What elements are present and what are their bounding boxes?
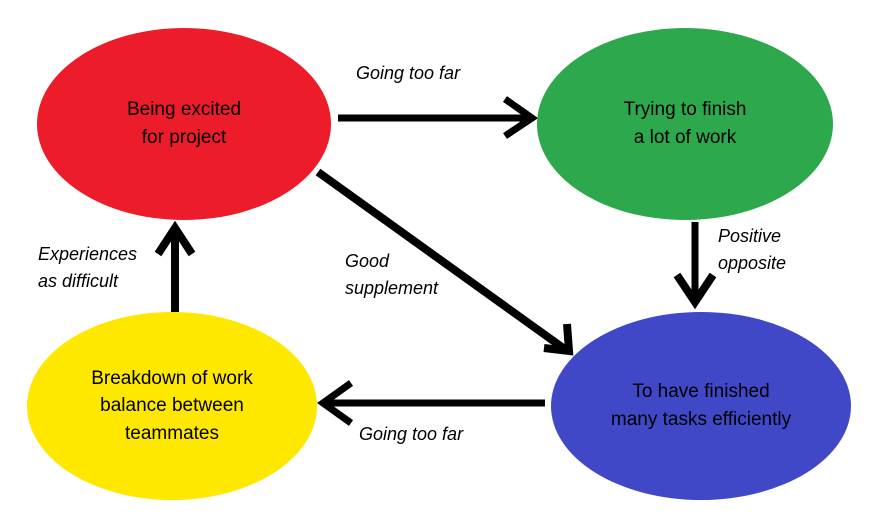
node-label: Being excited for project	[126, 99, 242, 148]
edge-excited-to-trying	[338, 96, 539, 139]
node-breakdown-of-work-balance[interactable]: Breakdown of work balance between teamma…	[27, 312, 317, 500]
edge-label-going-too-far-top: Going too far	[356, 63, 461, 83]
node-label: To have finished many tasks efficiently	[610, 381, 792, 430]
edge-label-good-supplement: Good supplement	[345, 251, 439, 298]
edge-label-experiences-as-difficult: Experiences as difficult	[38, 244, 138, 291]
node-label: Breakdown of work balance between teamma…	[91, 367, 253, 444]
node-being-excited-for-project[interactable]: Being excited for project	[37, 28, 331, 220]
node-to-have-finished-many-tasks[interactable]: To have finished many tasks efficiently	[551, 312, 851, 500]
edge-breakdown-to-excited	[154, 220, 196, 312]
edge-label-positive-opposite: Positive opposite	[718, 226, 787, 273]
edge-finished-to-breakdown	[316, 380, 545, 426]
edge-excited-to-finished	[315, 168, 574, 356]
node-label: Trying to finish a lot of work	[623, 99, 747, 148]
edge-trying-to-finished	[673, 222, 717, 310]
edge-label-going-too-far-bottom: Going too far	[359, 424, 464, 444]
node-trying-to-finish-a-lot-of-work[interactable]: Trying to finish a lot of work	[537, 28, 833, 220]
